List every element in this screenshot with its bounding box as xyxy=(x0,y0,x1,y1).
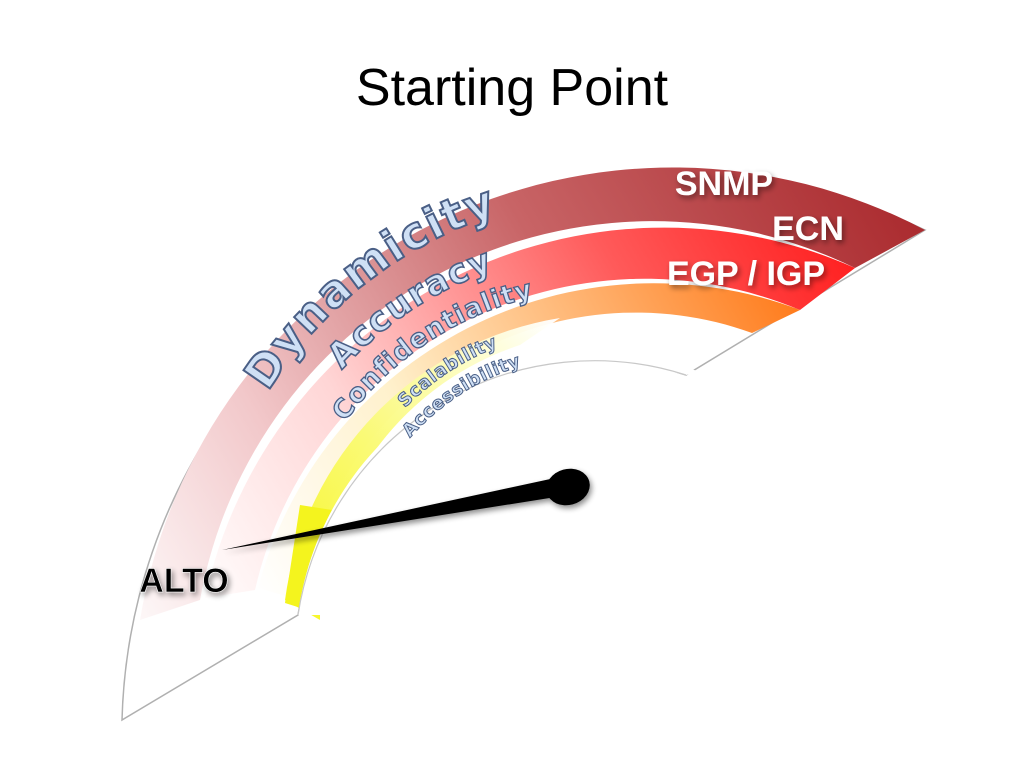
label-alto: ALTO xyxy=(139,562,228,600)
label-egp-igp: EGP / IGP xyxy=(667,255,825,293)
gauge-hub-area xyxy=(298,353,700,615)
band-middle xyxy=(205,227,855,598)
band-outer xyxy=(140,167,925,620)
gauge-needle xyxy=(222,468,590,550)
label-snmp: SNMP xyxy=(675,165,773,203)
slide-title: Starting Point xyxy=(355,59,669,117)
gauge-inner-edge xyxy=(297,360,687,616)
label-ecn: ECN xyxy=(772,210,844,248)
